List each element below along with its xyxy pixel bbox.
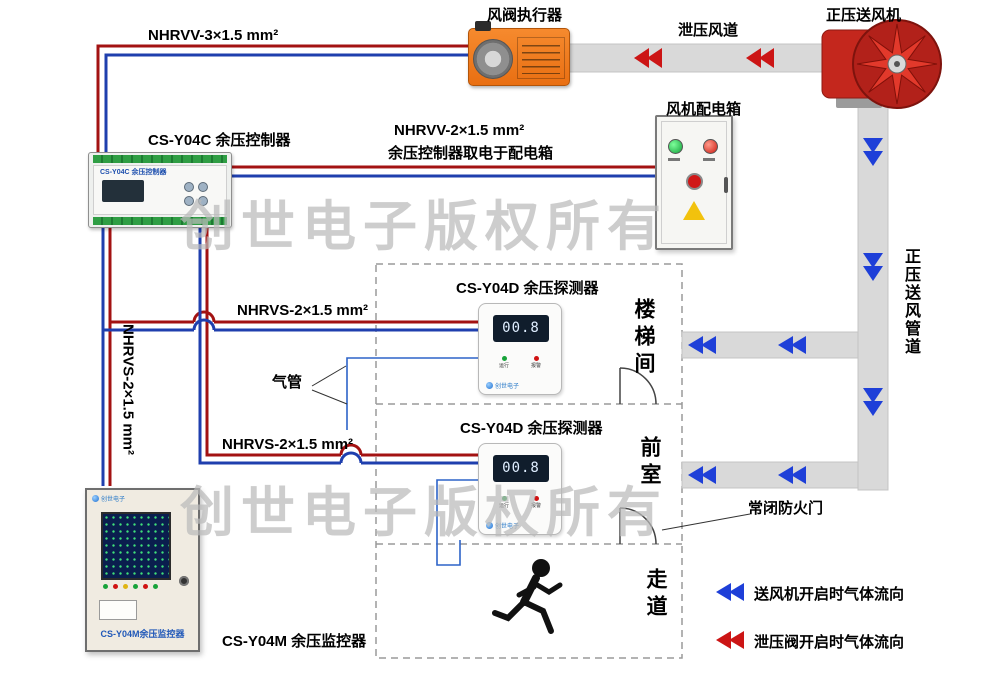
distribution-box-label: 风机配电箱 <box>666 101 742 118</box>
run-indicator-label: 运行 <box>498 503 509 509</box>
fire-door-label: 常闭防火门 <box>748 500 824 517</box>
supply-flow-arrows <box>688 138 883 484</box>
power-cable-label: NHRVV-2×1.5 mm² <box>394 122 525 139</box>
legend-supply-text: 送风机开启时气体流向 <box>754 586 905 603</box>
fan-power-box <box>655 115 733 250</box>
detector-brand: 创世电子 <box>486 521 519 530</box>
green-dot-icon <box>501 356 507 361</box>
supply-duct-label: 正压送风管道 <box>902 248 919 356</box>
pressure-detector-2: 00.8 运行 报警 创世电子 <box>478 443 562 535</box>
controller-face: CS-Y04C 余压控制器 <box>93 165 227 215</box>
relief-duct <box>565 43 833 73</box>
legend-relief-text: 泄压阀开启时气体流向 <box>754 634 905 651</box>
legend-supply-arrow-icon <box>716 583 744 601</box>
wire-blue <box>101 53 655 486</box>
run-indicator-label: 运行 <box>498 363 509 369</box>
dashed-protected-zone <box>375 263 683 659</box>
power-box-red-lamp <box>703 139 718 154</box>
warning-triangle-icon <box>683 201 705 220</box>
relief-flow-arrows <box>634 48 774 68</box>
monitor-screen <box>101 512 171 580</box>
detector-2-label: CS-Y04D 余压探测器 <box>460 420 603 437</box>
supply-fan <box>821 19 942 109</box>
controller-header-text: CS-Y04C 余压控制器 <box>100 169 167 176</box>
detector-alarm-indicator: 报警 <box>525 496 547 509</box>
room-label-front-room: 前室 <box>638 436 661 490</box>
brand-logo-icon <box>486 522 493 529</box>
brand-logo-icon <box>486 382 493 389</box>
monitor-slot <box>99 600 137 620</box>
red-dot-icon <box>533 496 539 501</box>
power-box-handle <box>724 177 728 193</box>
power-box-label-mark <box>703 158 715 161</box>
detector-run-indicator: 运行 <box>493 356 515 369</box>
detector-run-indicator: 运行 <box>493 496 515 509</box>
brand-logo-icon <box>92 495 99 502</box>
room-label-staircase: 楼梯间 <box>632 298 655 379</box>
actuator-label: 风阀执行器 <box>487 7 563 24</box>
wire-red <box>96 44 655 486</box>
monitor-brand: 创世电子 <box>92 494 125 503</box>
controller-terminal-strip <box>93 217 227 225</box>
room-label-corridor: 走道 <box>644 568 667 622</box>
actuator-label-sticker <box>517 37 565 79</box>
actuator-cap <box>475 21 491 31</box>
alarm-indicator-label: 报警 <box>530 363 541 369</box>
detector1-cable-label: NHRVS-2×1.5 mm² <box>237 302 369 319</box>
red-dot-icon <box>533 356 539 361</box>
pressure-monitor: 创世电子 CS-Y04M余压监控器 <box>85 488 200 652</box>
legend-relief-arrow-icon <box>716 631 744 649</box>
power-cable-note: 余压控制器取电于配电箱 <box>388 145 554 162</box>
green-dot-icon <box>501 496 507 501</box>
fan-label: 正压送风机 <box>826 7 902 24</box>
door-arc-front-room <box>619 507 657 545</box>
air-tube-leader-lines <box>311 365 348 405</box>
brand-text: 创世电子 <box>101 497 126 503</box>
brand-text: 创世电子 <box>495 524 520 530</box>
monitor-cable-label: NHRVS-2×1.5 mm² <box>119 323 137 456</box>
detector2-cable-label: NHRVS-2×1.5 mm² <box>222 436 354 453</box>
alarm-indicator-label: 报警 <box>530 503 541 509</box>
monitor-indicator-leds <box>103 584 158 589</box>
pressure-detector-1: 00.8 运行 报警 创世电子 <box>478 303 562 395</box>
air-tube-label: 气管 <box>272 374 303 391</box>
pressure-controller: CS-Y04C 余压控制器 <box>88 152 232 228</box>
monitor-nameplate: CS-Y04M余压监控器 <box>100 629 185 639</box>
controller-label: CS-Y04C 余压控制器 <box>148 132 291 149</box>
detector-lcd-reading: 00.8 <box>493 455 549 482</box>
monitor-label: CS-Y04M 余压监控器 <box>222 633 367 650</box>
actuator-flange <box>473 39 513 79</box>
brand-text: 创世电子 <box>495 384 520 390</box>
relief-duct-label: 泄压风道 <box>678 22 739 39</box>
detector-1-label: CS-Y04D 余压探测器 <box>456 280 599 297</box>
monitor-keyhole <box>179 576 189 586</box>
detector-lcd-reading: 00.8 <box>493 315 549 342</box>
power-box-green-lamp <box>668 139 683 154</box>
controller-terminal-strip <box>93 155 227 163</box>
actuator-cable-label: NHRVV-3×1.5 mm² <box>148 27 279 44</box>
detector-alarm-indicator: 报警 <box>525 356 547 369</box>
power-box-label-mark <box>668 158 680 161</box>
detector-brand: 创世电子 <box>486 381 519 390</box>
controller-lcd <box>102 180 144 202</box>
controller-buttons <box>184 182 218 206</box>
damper-actuator <box>468 21 570 86</box>
fire-door-leader-line <box>661 513 751 531</box>
running-person-icon <box>492 559 563 634</box>
power-box-push-button <box>686 173 703 190</box>
door-arc-staircase <box>619 367 657 405</box>
